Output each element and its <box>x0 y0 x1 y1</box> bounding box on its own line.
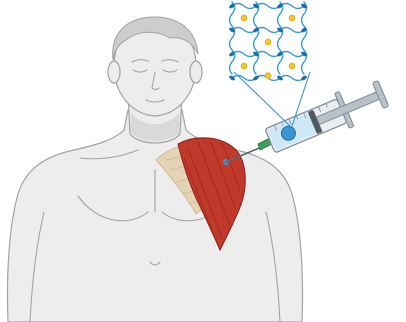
network-strand <box>278 2 283 74</box>
network-particle <box>265 73 271 79</box>
network-strand <box>232 28 304 33</box>
network-particle <box>289 63 295 69</box>
network-particle <box>289 15 295 21</box>
network-strand <box>302 2 307 74</box>
network-strand <box>230 2 235 74</box>
network-strand <box>232 52 304 57</box>
network-strand <box>232 4 304 9</box>
right-ear <box>190 61 202 83</box>
left-ear <box>108 61 120 83</box>
hydrogel-network <box>228 2 307 81</box>
network-strand <box>254 2 259 74</box>
network-particle <box>265 39 271 45</box>
network-particle <box>241 15 247 21</box>
human-figure <box>7 17 302 322</box>
network-particle <box>241 63 247 69</box>
